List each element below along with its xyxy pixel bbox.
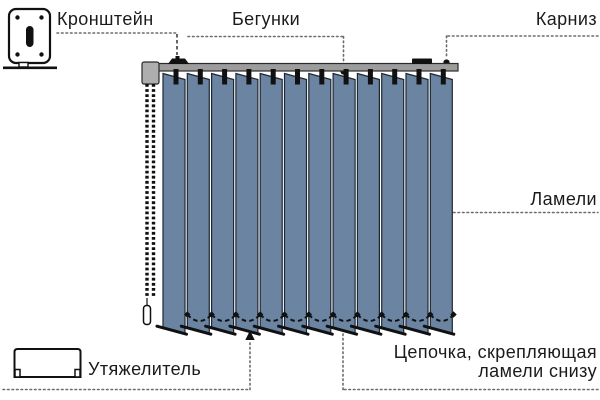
bottom-chain-swag [259, 313, 286, 322]
bottom-chain-label-line1: Цепочка, скрепляющая [393, 342, 597, 362]
bottom-chain-swag [380, 313, 407, 322]
bottom-chain-swag [356, 313, 383, 322]
bottom-chain-swag [405, 313, 432, 322]
cornice-rail [141, 56, 459, 85]
slats-group [155, 69, 456, 336]
slat-bottom-weight-bar [204, 324, 237, 336]
slat [283, 72, 308, 334]
bottom-chain-swag [283, 313, 310, 322]
bottom-chain-swag [332, 313, 359, 322]
weight-leader-line [2, 340, 251, 391]
runner-hook [343, 69, 349, 85]
runner-hook [295, 69, 300, 85]
slat [235, 72, 259, 334]
control-chain [142, 84, 156, 326]
slat [186, 72, 210, 334]
slat-bottom-weight-bar [155, 324, 188, 336]
slat [211, 72, 235, 334]
cornice-leader-line [445, 35, 599, 59]
bottom-chain-leader-line [342, 327, 599, 391]
bottom-chain-dot [305, 311, 312, 318]
slat-bottom-weight-bar [252, 324, 286, 336]
bottom-chain-dot [450, 311, 457, 318]
weight-icon [13, 348, 82, 378]
slat [356, 72, 380, 334]
bottom-chain-dot [281, 311, 288, 318]
right-bracket-on-rail [412, 58, 432, 64]
runner-hook [319, 69, 325, 85]
bottom-chain-dot [354, 311, 361, 318]
leader-lines [2, 32, 599, 391]
slat [259, 72, 283, 334]
slat-bottom-weight-bar [325, 324, 359, 336]
slat [332, 72, 356, 334]
slat-bottom-weight-bar [277, 324, 310, 336]
bottom-chain-dot [184, 311, 191, 318]
chain-pendant-weight [142, 304, 152, 326]
runners-label: Бегунки [231, 9, 301, 29]
slat-bottom-weight-bar [179, 324, 213, 336]
slat [429, 72, 453, 334]
runner-hook [197, 69, 203, 85]
slat-bottom-weight-bar [398, 324, 431, 336]
runner-hook [173, 69, 179, 85]
runner-hook [392, 69, 398, 85]
bottom-chain-dot [402, 311, 410, 318]
bottom-chain-dot [257, 311, 264, 318]
runner-hook [416, 69, 422, 85]
slat [381, 72, 405, 334]
runner-hook [367, 69, 373, 85]
slat-bottom-weight-bar [301, 324, 334, 336]
slat [308, 72, 332, 334]
weight-pointer-arrow [245, 330, 255, 340]
left-bracket-on-rail [168, 56, 189, 64]
bottom-chain-swag [308, 313, 334, 322]
slat [405, 72, 429, 334]
control-endcap [141, 61, 160, 85]
bottom-chain-swag [429, 313, 455, 322]
runner-hook [440, 69, 446, 85]
bottom-chain-label-line2: ламели снизу [478, 361, 597, 381]
runners-leader-line [187, 35, 345, 67]
runner-hook [222, 69, 228, 85]
bracket-label: Кронштейн [57, 9, 154, 29]
bracket-icon [3, 7, 57, 70]
bottom-chain-label: Цепочка, скрепляющая ламели снизу [394, 343, 597, 381]
cornice-label: Карниз [535, 9, 597, 29]
bottom-chain [184, 311, 457, 322]
slat-bottom-weight-bar [349, 324, 383, 336]
bottom-chain-swag [235, 313, 261, 322]
bottom-chain-dot [378, 311, 385, 318]
bottom-chain-dot [329, 311, 337, 318]
bottom-chain-swag [210, 313, 237, 322]
slat-bottom-weight-bar [374, 324, 407, 336]
slat-bottom-weight-bar [422, 324, 456, 336]
weight-label: Утяжелитель [88, 359, 202, 379]
slat [162, 72, 186, 334]
bottom-chain-swag [186, 313, 213, 322]
bottom-chain-dot [427, 311, 434, 318]
slats-label: Ламели [530, 189, 597, 209]
slat-bottom-weight-bar [228, 324, 261, 336]
runner-hook [270, 69, 276, 85]
bottom-chain-dot [232, 311, 240, 318]
runner-hook [246, 69, 252, 85]
bottom-chain-dot [208, 311, 215, 318]
